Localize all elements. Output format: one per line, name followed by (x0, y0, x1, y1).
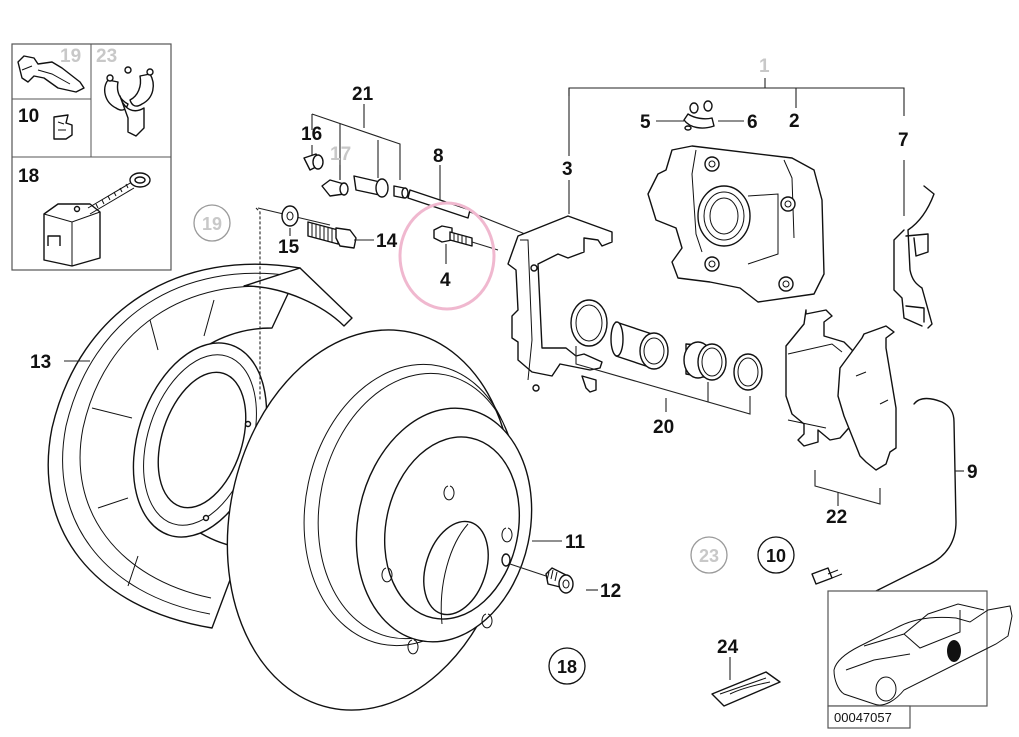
circled-ref-18[interactable]: 18 (548, 647, 586, 685)
brake-disc[interactable] (193, 303, 553, 737)
wheel-highlight-icon (947, 640, 961, 662)
inset-part-23[interactable]: 23 (96, 46, 154, 137)
circled-ref-19[interactable]: 19 (193, 204, 231, 242)
grease-packet[interactable] (711, 657, 781, 707)
inset-label-19: 19 (60, 46, 81, 67)
callout-15: 15 (278, 237, 300, 258)
callout-20: 20 (653, 417, 674, 438)
callout-1: 1 (759, 56, 770, 77)
callout-17: 17 (330, 144, 351, 165)
callout-5: 5 (640, 112, 651, 133)
callout-3: 3 (562, 159, 573, 180)
hex-bolt[interactable] (433, 225, 499, 264)
brake-pad-set[interactable] (785, 309, 897, 506)
vehicle-thumbnail: 00047057 (827, 590, 1013, 729)
callout-14: 14 (376, 231, 398, 252)
wheel-stud-plug[interactable] (509, 563, 574, 594)
inset-label-18: 18 (18, 166, 39, 187)
circled-ref-10[interactable]: 10 (757, 536, 795, 574)
bleeder-valve[interactable] (321, 165, 349, 197)
callout-13: 13 (30, 352, 51, 373)
svg-text:10: 10 (766, 546, 786, 566)
bleeder-screw-and-cap[interactable] (656, 100, 744, 131)
washer[interactable] (281, 205, 299, 236)
inset-panel: 19 23 10 18 (11, 43, 172, 271)
callout-2: 2 (789, 111, 800, 132)
brake-caliper-housing[interactable] (647, 145, 825, 303)
inset-part-18[interactable]: 18 (18, 166, 151, 267)
callout-24: 24 (717, 637, 739, 658)
callout-12: 12 (600, 581, 621, 602)
piston-repair-kit[interactable] (570, 299, 763, 415)
anti-rattle-spring[interactable] (893, 185, 935, 329)
svg-text:19: 19 (202, 214, 222, 234)
inset-part-10[interactable]: 10 (18, 106, 73, 140)
callout-6: 6 (747, 112, 758, 133)
callout-22: 22 (826, 507, 847, 528)
svg-text:18: 18 (557, 657, 577, 677)
caliper-carrier[interactable] (507, 215, 613, 393)
callout-11: 11 (565, 532, 586, 553)
guide-pin[interactable] (407, 165, 471, 219)
callout-8: 8 (433, 146, 444, 167)
inset-part-19[interactable]: 19 (17, 46, 85, 93)
callout-4: 4 (440, 270, 451, 291)
callout-16: 16 (301, 124, 322, 145)
svg-text:23: 23 (699, 546, 719, 566)
callout-21: 21 (352, 84, 374, 105)
reference-number: 00047057 (834, 710, 892, 725)
guide-kit-group: 21 16 17 8 (255, 84, 531, 400)
reference-number-box (827, 705, 911, 729)
hex-bolt-large[interactable] (307, 221, 374, 249)
highlight-circle (398, 201, 496, 311)
protective-cap[interactable] (303, 145, 324, 171)
circled-ref-23[interactable]: 23 (690, 536, 728, 574)
assembly-bracket-1: 1 2 7 (568, 56, 909, 216)
callout-7: 7 (898, 130, 909, 151)
inset-label-10: 10 (18, 106, 39, 127)
inset-label-23: 23 (96, 46, 117, 67)
callout-9: 9 (967, 462, 978, 483)
